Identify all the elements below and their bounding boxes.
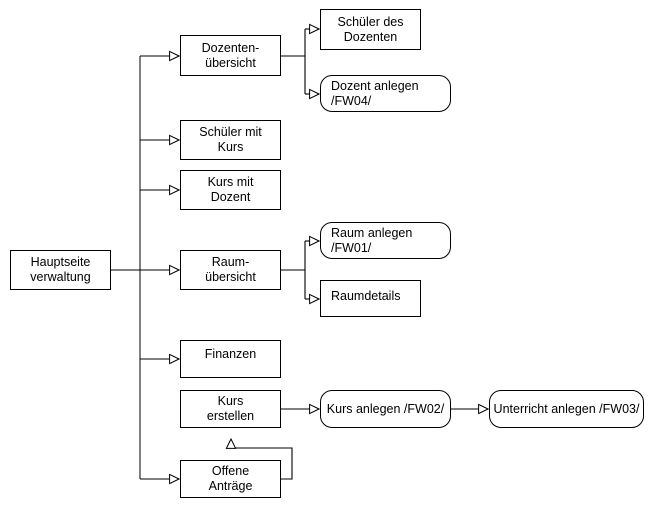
node-raumuebersicht[interactable]: Raum- übersicht — [180, 250, 281, 290]
node-schueler-mit-kurs[interactable]: Schüler mit Kurs — [180, 120, 281, 160]
node-label: Raumdetails — [331, 289, 401, 303]
node-kurs-mit-dozent[interactable]: Kurs mit Dozent — [180, 170, 281, 210]
node-label: Dozent anlegen /FW04/ — [331, 78, 419, 108]
node-label: Schüler des Dozenten — [337, 14, 404, 44]
node-label: Schüler mit Kurs — [199, 125, 262, 154]
node-dozentenuebersicht[interactable]: Dozenten- übersicht — [180, 35, 281, 76]
node-unterricht-anlegen-fw03[interactable]: Unterricht anlegen /FW03/ — [489, 390, 644, 428]
node-label: Kurs mit Dozent — [207, 175, 254, 204]
node-label: Kurs anlegen /FW02/ — [326, 401, 445, 416]
node-label: Raum anlegen /FW01/ — [331, 225, 413, 255]
node-hauptseite-verwaltung[interactable]: Hauptseite verwaltung — [10, 250, 111, 290]
node-kurs-anlegen-fw02[interactable]: Kurs anlegen /FW02/ — [320, 390, 451, 428]
node-label: Finanzen — [204, 347, 257, 361]
node-label: Hauptseite verwaltung — [30, 255, 91, 284]
edge-offene-antraege-kurs-erstellen — [231, 439, 293, 480]
node-dozent-anlegen-fw04[interactable]: Dozent anlegen /FW04/ — [320, 75, 451, 112]
node-label: Unterricht anlegen /FW03/ — [493, 401, 640, 416]
node-offene-antraege[interactable]: Offene Anträge — [180, 460, 281, 498]
node-finanzen[interactable]: Finanzen — [180, 340, 281, 378]
node-label: Dozenten- übersicht — [201, 40, 260, 70]
node-label: Kurs erstellen — [206, 394, 255, 423]
node-kurs-erstellen[interactable]: Kurs erstellen — [180, 390, 281, 428]
node-raum-anlegen-fw01[interactable]: Raum anlegen /FW01/ — [320, 222, 451, 259]
node-label: Offene Anträge — [208, 464, 253, 493]
node-label: Raum- übersicht — [205, 255, 256, 284]
node-schueler-des-dozenten[interactable]: Schüler des Dozenten — [320, 9, 421, 50]
node-raumdetails[interactable]: Raumdetails — [320, 280, 421, 317]
